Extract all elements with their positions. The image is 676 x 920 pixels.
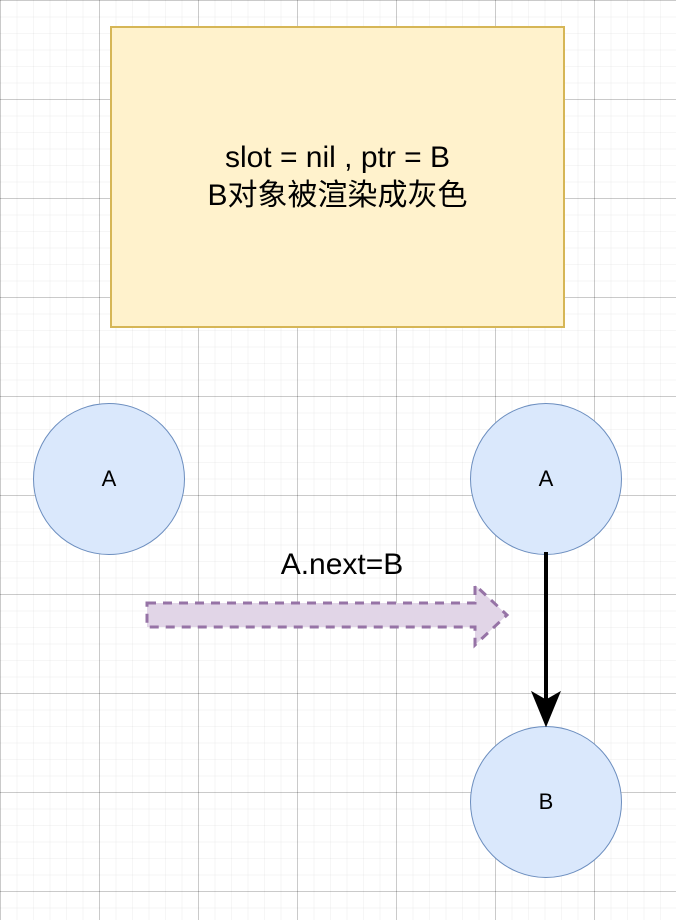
node-a-after-label: A — [538, 466, 554, 491]
note-box[interactable]: slot = nil , ptr = B B对象被渲染成灰色 — [110, 26, 565, 328]
node-b[interactable]: B — [470, 726, 622, 878]
node-a-before[interactable]: A — [33, 403, 185, 555]
node-a-before-label: A — [101, 466, 117, 491]
transition-arrow-label: A.next=B — [280, 548, 404, 581]
node-a-after[interactable]: A — [470, 403, 622, 555]
block-arrow-shape — [145, 581, 510, 649]
note-line-1: slot = nil , ptr = B — [224, 141, 451, 174]
node-b-label: B — [538, 789, 554, 814]
note-line-2: B对象被渲染成灰色 — [207, 179, 468, 212]
transition-block-arrow[interactable] — [143, 580, 511, 650]
connector-a-to-b[interactable] — [516, 548, 576, 733]
connector-arrowhead — [530, 690, 562, 728]
